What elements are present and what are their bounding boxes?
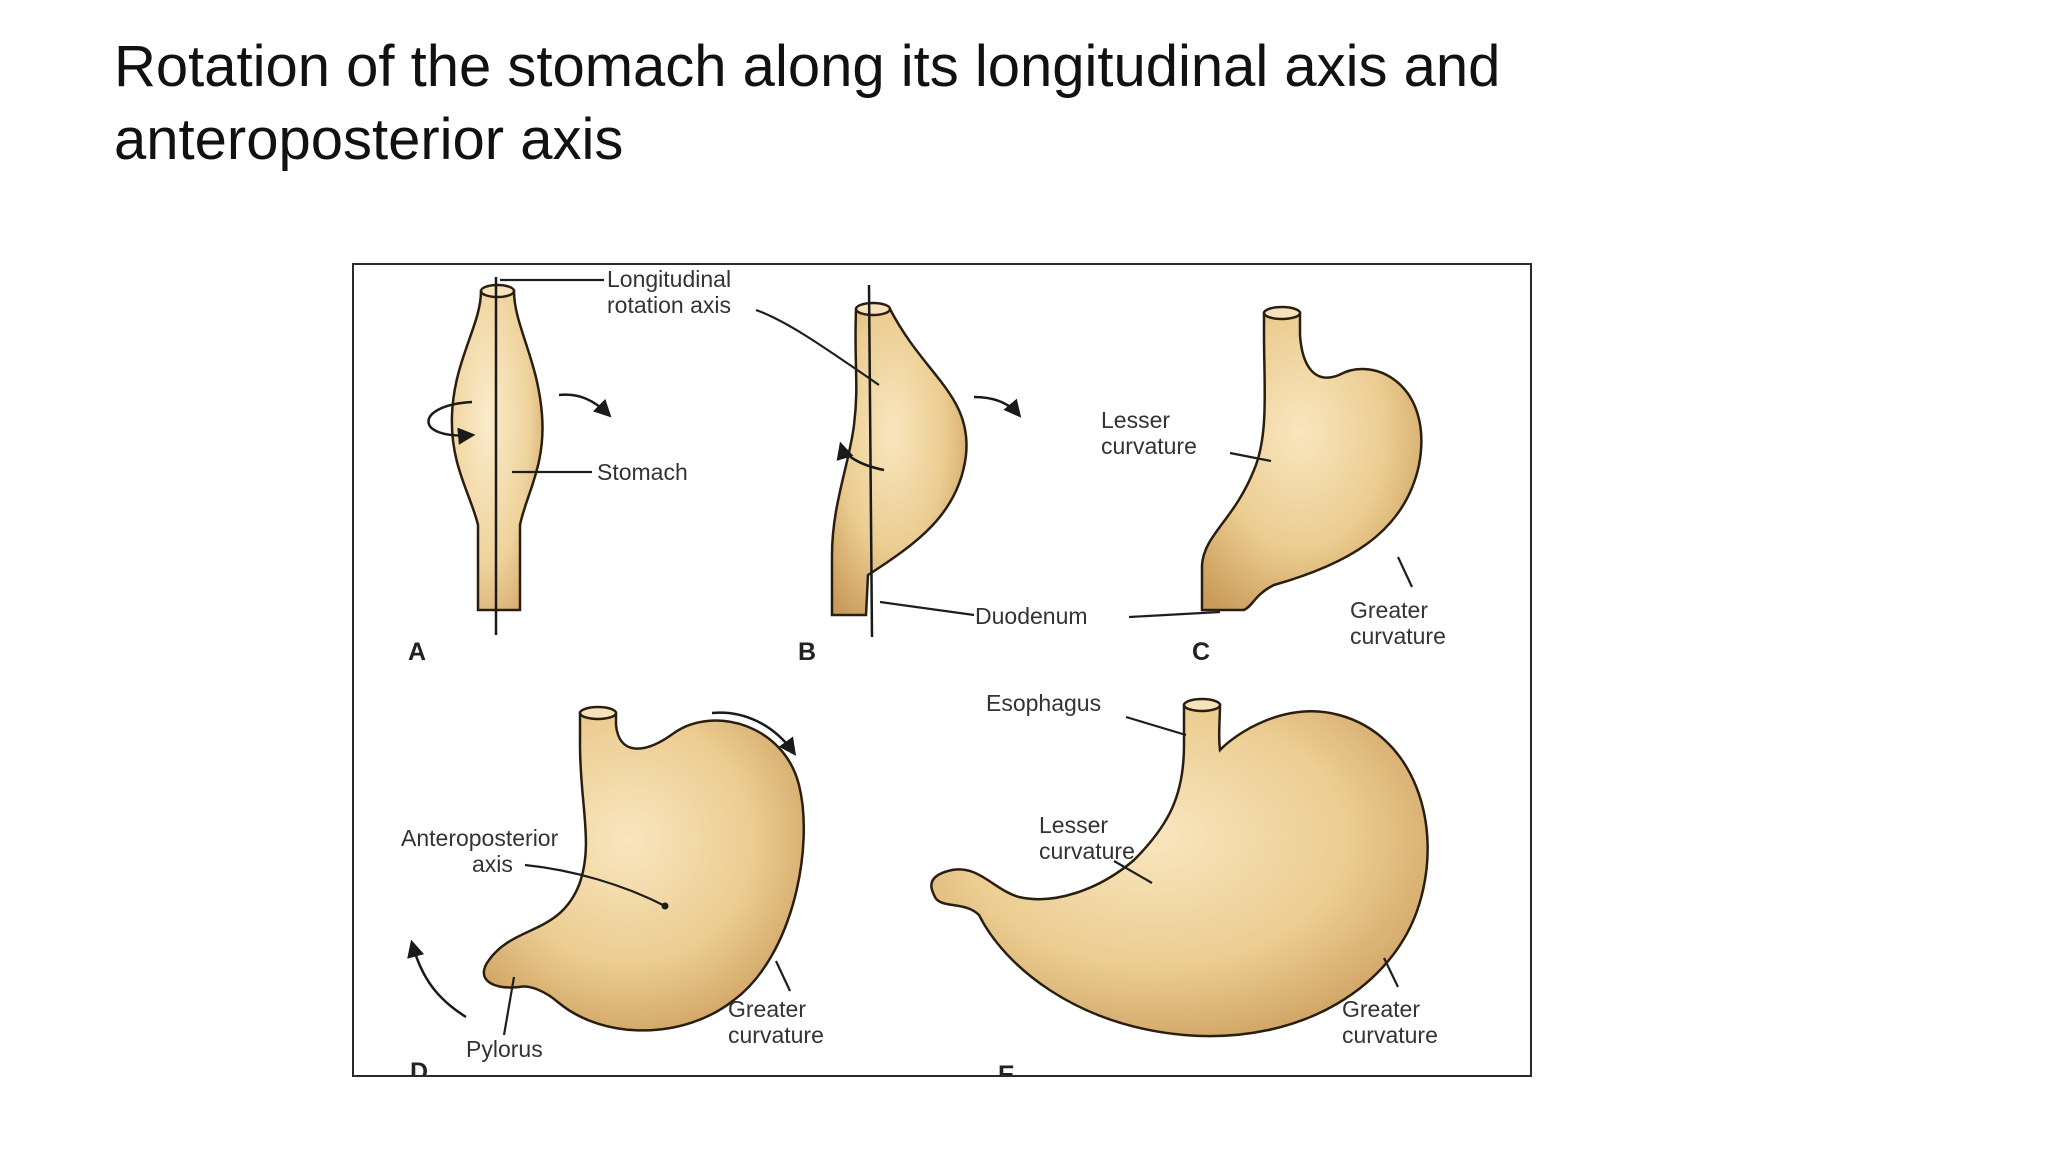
- panel-b-duodenum-leader: [879, 600, 975, 617]
- panel-b-rotation-arrow-right: [973, 395, 1022, 418]
- stomach-rotation-diagram: Longitudinal rotation axis Stomach A B D…: [401, 266, 1446, 1075]
- panel-c-greater-leader: [1397, 556, 1413, 588]
- panel-b-letter: B: [798, 638, 816, 666]
- panel-a-stomach: [450, 289, 544, 612]
- slide-title: Rotation of the stomach along its longit…: [114, 34, 1501, 172]
- panel-d: Anteroposterior axis Pylorus Greater cur…: [401, 705, 824, 1075]
- label-c-lesser-2: curvature: [1101, 433, 1197, 459]
- label-stomach: Stomach: [597, 459, 688, 485]
- panel-a: Longitudinal rotation axis Stomach A: [408, 266, 731, 666]
- panel-a-opening: [479, 283, 516, 299]
- panel-b: B: [755, 284, 1022, 666]
- panel-d-axis-leader: [524, 863, 666, 907]
- panel-b-axis-leader: [755, 308, 880, 386]
- label-e-greater-2: curvature: [1342, 1022, 1438, 1048]
- panel-b-opening: [854, 301, 892, 317]
- label-e-lesser-1: Lesser: [1039, 812, 1108, 838]
- label-esophagus: Esophagus: [986, 690, 1101, 716]
- label-anteroposterior-1: Anteroposterior: [401, 825, 559, 851]
- panel-c: Duodenum Lesser curvature Greater curvat…: [975, 305, 1446, 666]
- panel-d-esophagus-opening: [578, 705, 618, 721]
- label-d-greater-2: curvature: [728, 1022, 824, 1048]
- label-pylorus: Pylorus: [466, 1036, 543, 1062]
- panel-a-rotation-arrow-left: [427, 400, 476, 445]
- panel-c-lesser-leader: [1229, 451, 1272, 463]
- panel-d-stomach: [482, 711, 805, 1032]
- label-e-greater-1: Greater: [1342, 996, 1420, 1022]
- panel-d-pylorus-leader: [502, 976, 516, 1036]
- panel-c-duodenum-leader: [1128, 610, 1221, 619]
- panel-c-esophagus-opening: [1262, 305, 1302, 321]
- panel-d-letter: D: [410, 1058, 428, 1075]
- panel-e-letter: E: [998, 1061, 1015, 1075]
- panel-a-rotation-arrow-right: [558, 393, 612, 418]
- stomach-rotation-figure: Longitudinal rotation axis Stomach A B D…: [352, 263, 1532, 1077]
- label-d-greater-1: Greater: [728, 996, 806, 1022]
- label-c-lesser-1: Lesser: [1101, 407, 1170, 433]
- label-longitudinal-1: Longitudinal: [607, 266, 731, 292]
- panel-c-letter: C: [1192, 638, 1210, 666]
- label-longitudinal-2: rotation axis: [607, 292, 731, 318]
- label-c-greater-2: curvature: [1350, 623, 1446, 649]
- panel-e-stomach: [930, 703, 1429, 1038]
- panel-e: Esophagus Lesser curvature Greater curva…: [930, 690, 1438, 1075]
- panel-e-lesser-leader: [1113, 860, 1153, 884]
- panel-a-letter: A: [408, 638, 426, 666]
- label-e-lesser-2: curvature: [1039, 838, 1135, 864]
- label-duodenum: Duodenum: [975, 603, 1088, 629]
- panel-b-stomach: [830, 307, 968, 617]
- panel-c-stomach: [1200, 311, 1423, 612]
- panel-d-greater-leader: [775, 960, 791, 992]
- label-anteroposterior-2: axis: [472, 851, 513, 877]
- label-c-greater-1: Greater: [1350, 597, 1428, 623]
- panel-e-esophagus-leader: [1125, 715, 1187, 737]
- panel-e-esophagus-opening: [1182, 697, 1222, 713]
- panel-e-greater-leader: [1383, 957, 1399, 988]
- panel-d-rotation-arrow-bottom: [407, 939, 467, 1019]
- panel-b-longitudinal-axis: [867, 284, 874, 638]
- panel-b-rotation-arrow-left: [836, 441, 885, 472]
- panel-d-rotation-arrow-top: [711, 711, 797, 756]
